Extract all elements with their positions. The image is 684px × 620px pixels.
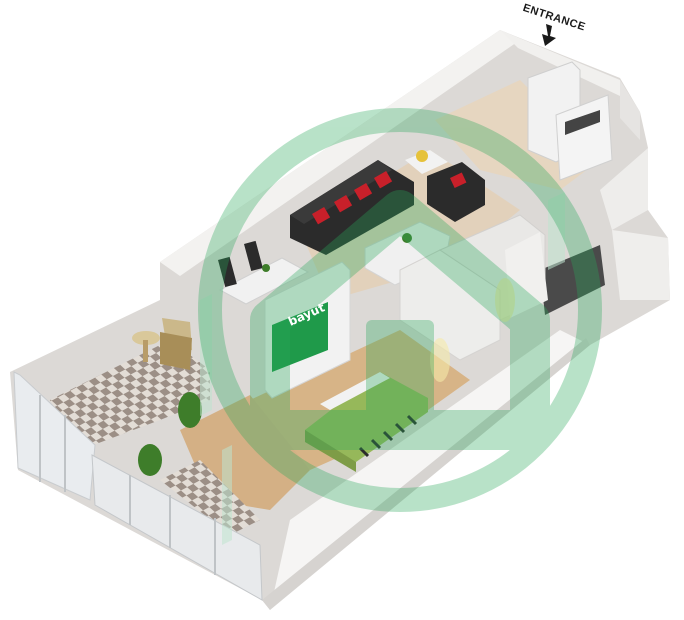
balcony [13,318,263,601]
tv-unit [264,261,351,399]
bayut-logo-watermark [198,108,602,512]
glass-panels [200,192,565,545]
partitions [399,214,548,382]
tv-screen [272,302,328,372]
arrow-down-icon [542,24,556,46]
kitchen [527,61,613,181]
bedroom [305,372,428,472]
living-area [218,150,485,305]
